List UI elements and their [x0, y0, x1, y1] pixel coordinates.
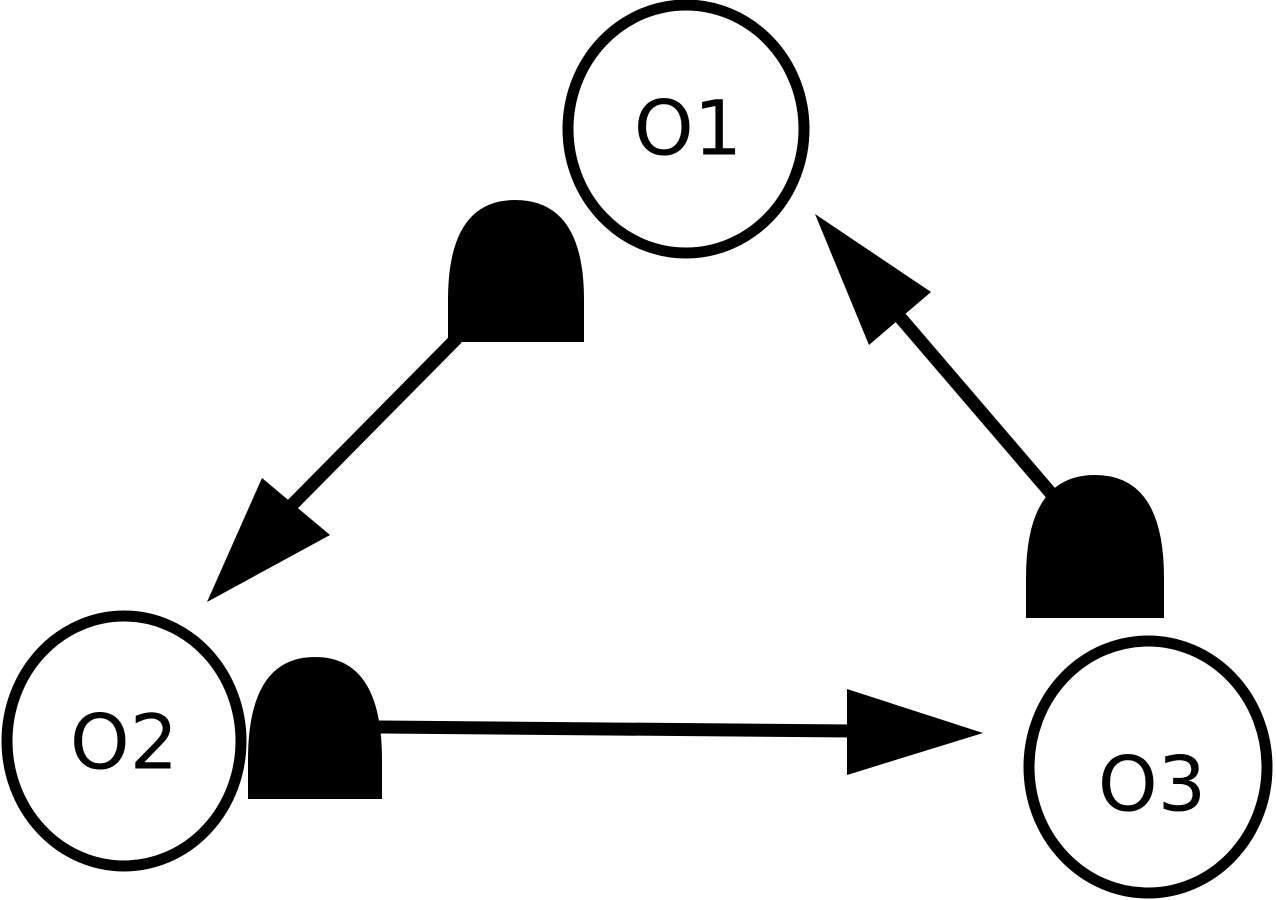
edge-line: [374, 720, 853, 738]
edge-o3-to-o1: [815, 214, 1164, 618]
edge-line: [287, 333, 462, 510]
node-circle: [1023, 635, 1273, 899]
arrowhead-icon: [207, 478, 330, 602]
arrowhead-icon: [815, 214, 931, 345]
node-circle: [1, 610, 247, 872]
node-o1: O1: [562, 0, 810, 259]
gate-marker-icon: [448, 200, 584, 342]
gate-marker-icon: [1026, 475, 1164, 618]
edge-line: [888, 304, 1060, 503]
node-circle: [562, 0, 810, 259]
node-label: O3: [1098, 740, 1206, 829]
edge-o1-to-o2: [207, 200, 584, 602]
gate-marker-icon: [248, 657, 382, 799]
node-label: O2: [70, 698, 178, 787]
node-o3: O3: [1023, 635, 1273, 899]
node-label: O1: [634, 84, 742, 173]
node-o2: O2: [1, 610, 247, 872]
arrowhead-icon: [847, 689, 983, 775]
edge-o2-to-o3: [248, 657, 983, 799]
